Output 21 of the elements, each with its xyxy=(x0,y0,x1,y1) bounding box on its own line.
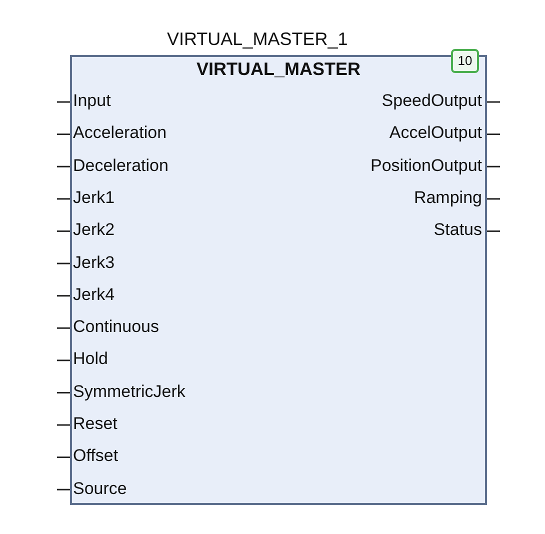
pin-name: Continuous xyxy=(73,317,160,338)
pin-name: Hold xyxy=(73,349,108,370)
block-type-name: VIRTUAL_MASTER xyxy=(196,59,360,80)
pin-name: Jerk2 xyxy=(73,220,115,240)
pin-name: Offset xyxy=(73,446,118,466)
pin-name: AccelOutput xyxy=(389,123,482,144)
instance-name: VIRTUAL_MASTER_1 xyxy=(167,29,348,50)
pin-name: Reset xyxy=(73,414,118,434)
execution-order-badge: 10 xyxy=(451,49,479,73)
pin-name: Acceleration xyxy=(73,123,167,144)
pin-name: Ramping xyxy=(414,188,482,208)
pin-name: Status xyxy=(434,220,482,240)
pin-name: Source xyxy=(73,478,127,499)
pin-name: SpeedOutput xyxy=(382,91,482,111)
pin-name: Jerk4 xyxy=(73,284,115,305)
pin-name: Input xyxy=(73,91,111,111)
pin-name: Deceleration xyxy=(73,156,168,176)
pin-name: SymmetricJerk xyxy=(73,382,186,402)
pin-name: Jerk3 xyxy=(73,252,115,272)
pin-name: PositionOutput xyxy=(370,156,482,176)
pin-name: Jerk1 xyxy=(73,188,115,208)
